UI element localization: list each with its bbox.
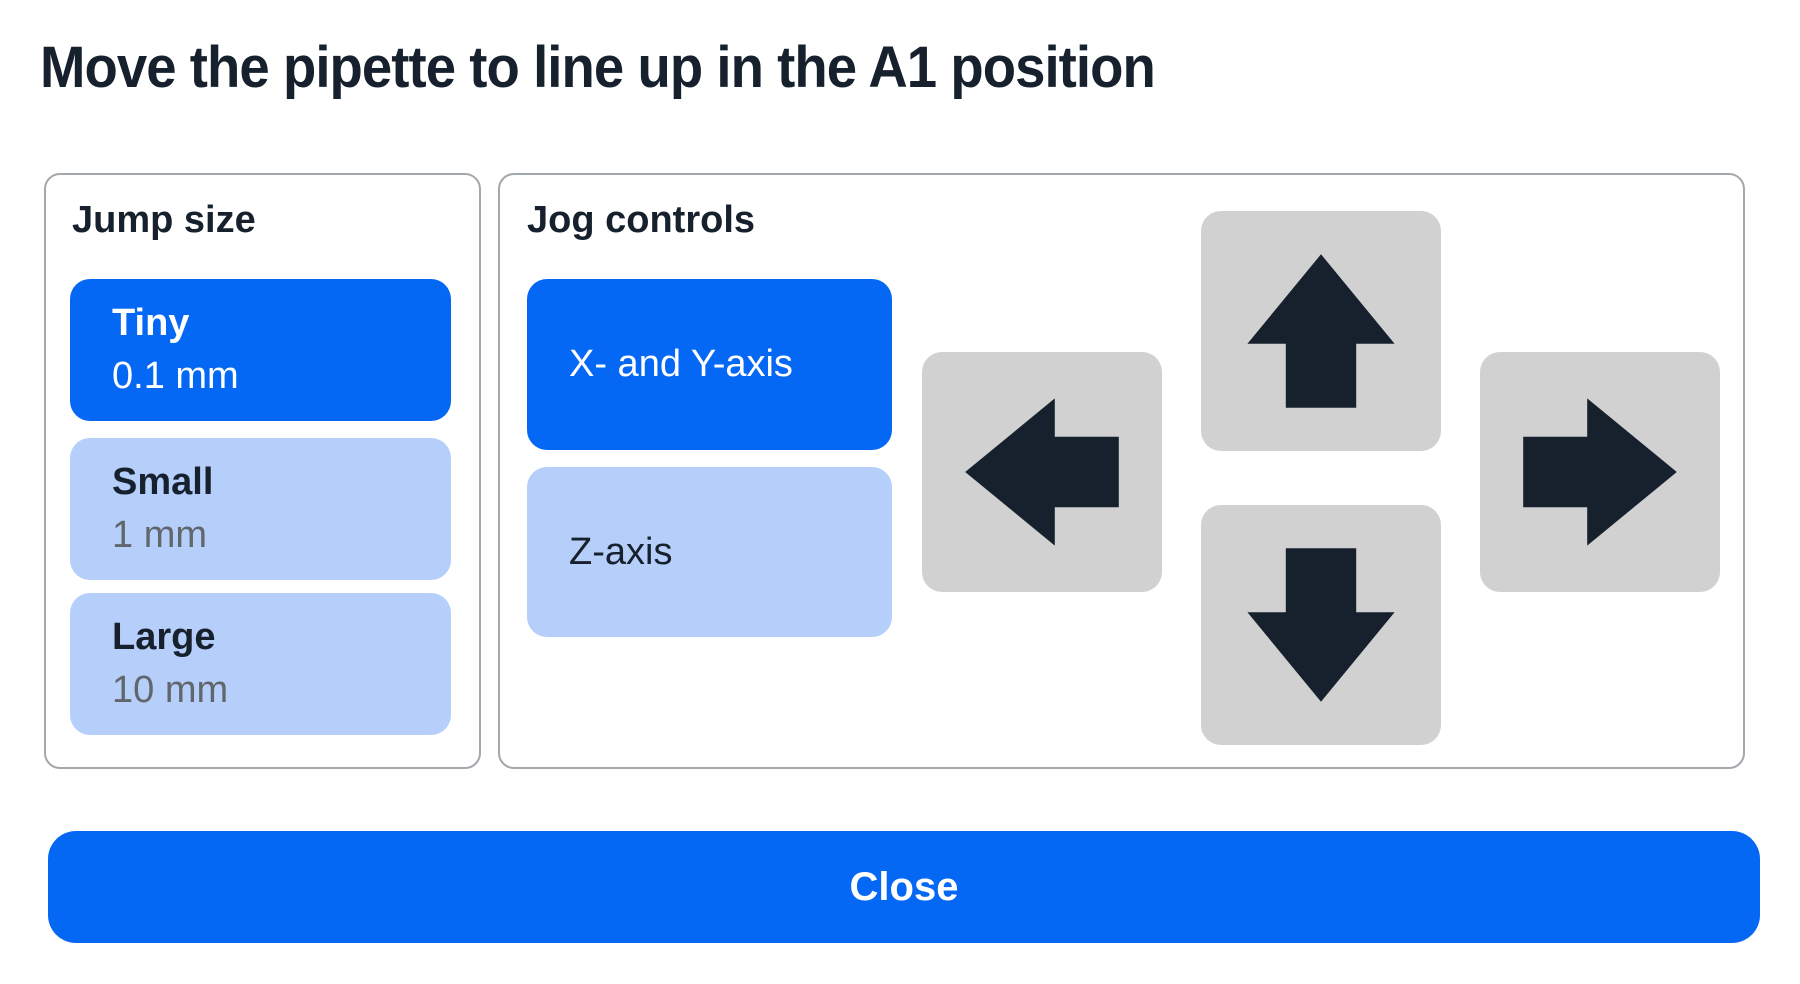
jog-controls-panel: Jog controls X- and Y-axis Z-axis xyxy=(498,173,1745,769)
jump-size-option-tiny[interactable]: Tiny 0.1 mm xyxy=(70,279,451,421)
jump-size-option-value: 1 mm xyxy=(112,514,207,556)
jump-size-option-name: Small xyxy=(112,461,214,503)
axis-option-xy[interactable]: X- and Y-axis xyxy=(527,279,892,450)
jog-up-button[interactable] xyxy=(1201,211,1441,451)
axis-option-label: X- and Y-axis xyxy=(569,343,793,385)
jump-size-option-value: 0.1 mm xyxy=(112,355,239,397)
axis-option-z[interactable]: Z-axis xyxy=(527,467,892,637)
jump-size-panel: Jump size Tiny 0.1 mm Small 1 mm Large 1… xyxy=(44,173,481,769)
jump-size-option-value: 10 mm xyxy=(112,669,229,711)
jump-size-option-name: Tiny xyxy=(112,302,190,344)
close-button[interactable]: Close xyxy=(48,831,1760,943)
jump-size-label: Jump size xyxy=(72,199,256,241)
jump-size-option-small[interactable]: Small 1 mm xyxy=(70,438,451,580)
page-title: Move the pipette to line up in the A1 po… xyxy=(40,35,1156,100)
jog-left-button[interactable] xyxy=(922,352,1162,592)
jump-size-option-large[interactable]: Large 10 mm xyxy=(70,593,451,735)
arrow-up-icon xyxy=(1241,251,1401,411)
arrow-right-icon xyxy=(1520,392,1680,552)
arrow-left-icon xyxy=(962,392,1122,552)
jog-right-button[interactable] xyxy=(1480,352,1720,592)
jump-size-option-name: Large xyxy=(112,616,216,658)
jog-controls-label: Jog controls xyxy=(527,199,756,241)
close-button-label: Close xyxy=(849,864,959,909)
arrow-down-icon xyxy=(1241,545,1401,705)
axis-option-label: Z-axis xyxy=(569,530,673,573)
jog-down-button[interactable] xyxy=(1201,505,1441,745)
